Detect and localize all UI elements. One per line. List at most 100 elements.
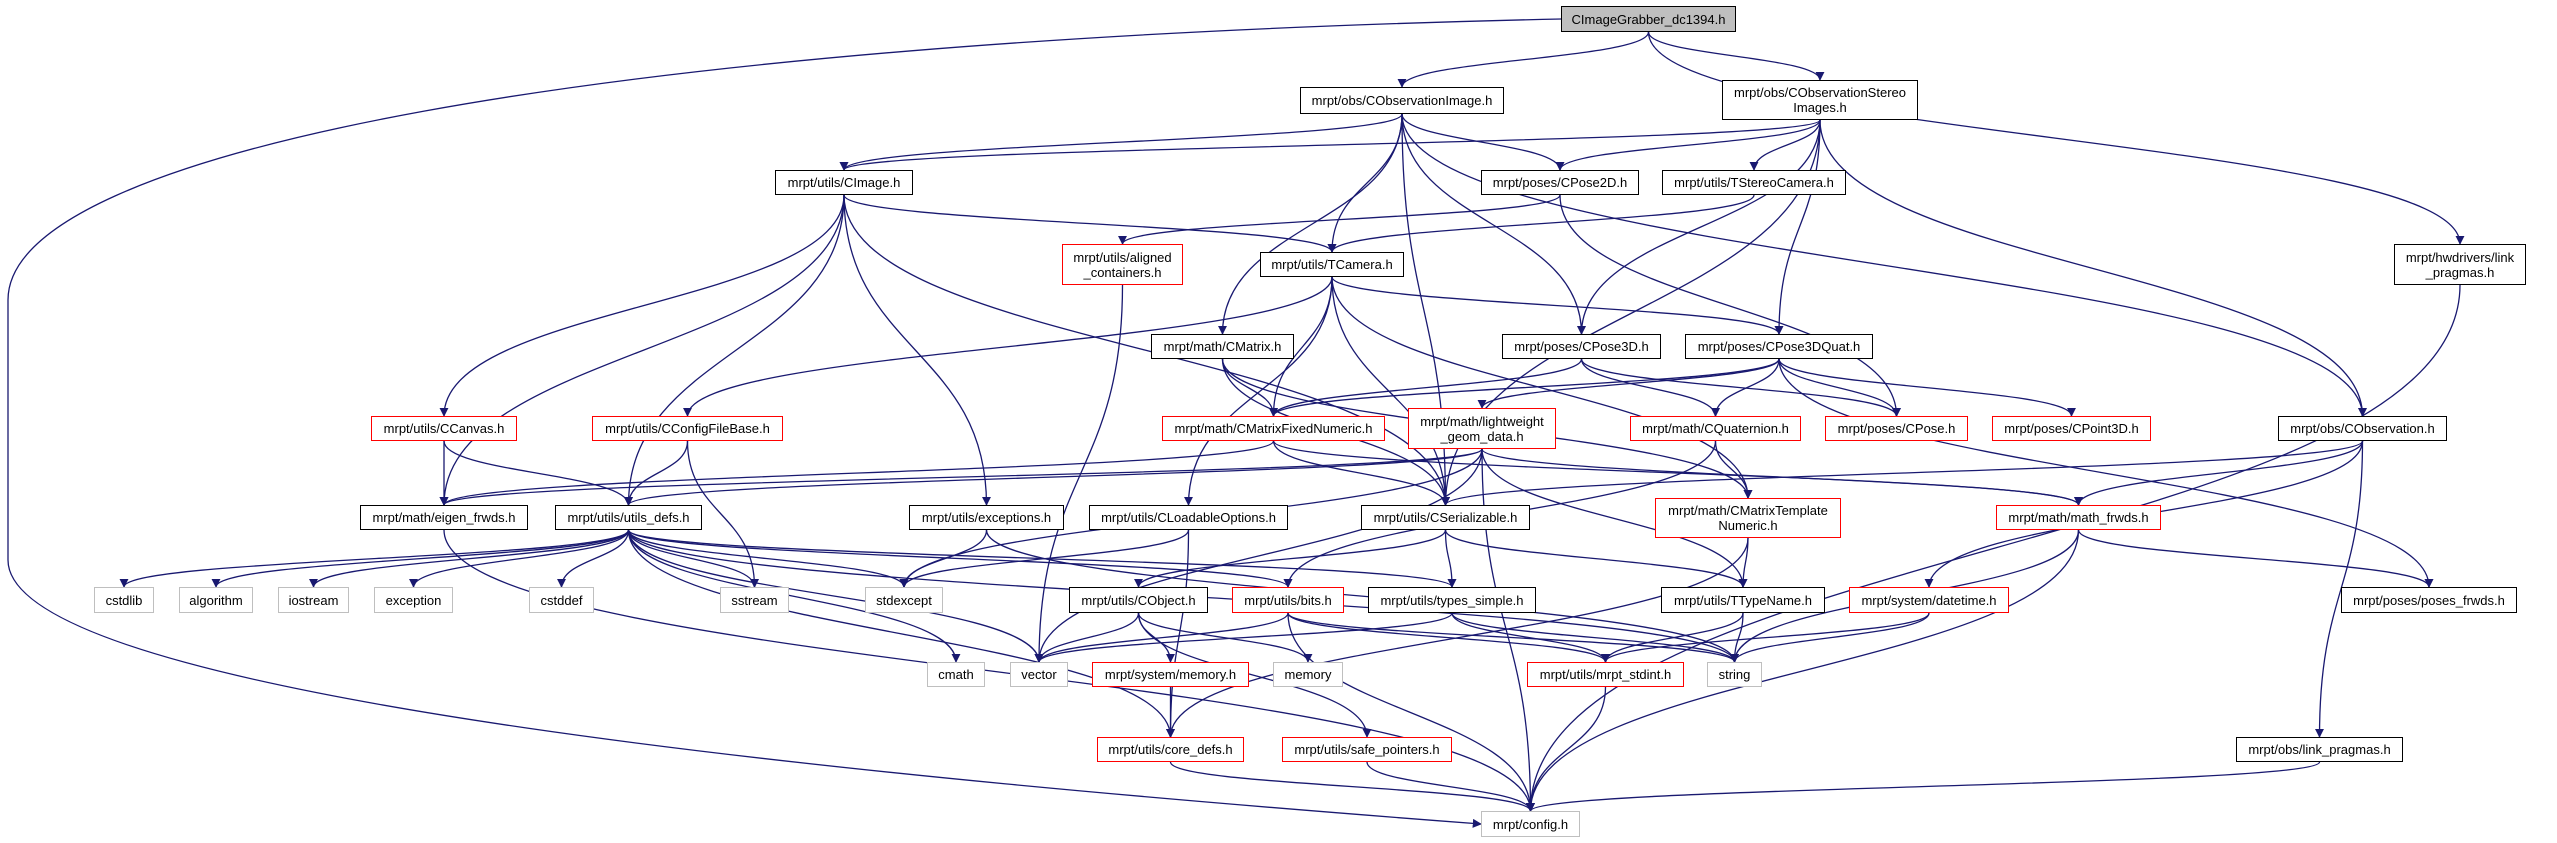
edge-obsstereo-to-tstereo <box>1749 119 1821 171</box>
edge-bits-to-stdint <box>1287 612 1610 663</box>
node-coredefs[interactable]: mrpt/utils/core_defs.h <box>1097 737 1244 762</box>
node-ttypename[interactable]: mrpt/utils/TTypeName.h <box>1661 587 1825 613</box>
edge-utilsdefs-to-stdexcept <box>627 529 909 588</box>
edge-lwgeom-to-ttypename <box>1481 448 1748 588</box>
node-obsimg[interactable]: mrpt/obs/CObservationImage.h <box>1300 87 1504 114</box>
edge-cpose3dquat-to-posesfrwds <box>1778 358 2434 588</box>
edge-utilsdefs-to-algorithm <box>211 529 630 588</box>
node-label: mrpt/math/CMatrix.h <box>1163 339 1282 354</box>
node-label: mrpt/utils/types_simple.h <box>1380 592 1524 608</box>
node-bits[interactable]: mrpt/utils/bits.h <box>1232 587 1344 613</box>
edge-ttypename-to-stdint <box>1600 612 1744 663</box>
node-cpose2d[interactable]: mrpt/poses/CPose2D.h <box>1481 170 1639 195</box>
node-label: mrpt/obs/CObservationImage.h <box>1311 93 1493 108</box>
node-exceptions[interactable]: mrpt/utils/exceptions.h <box>909 505 1064 530</box>
node-lwgeom[interactable]: mrpt/math/lightweight_geom_data.h <box>1408 408 1556 449</box>
edge-root-to-hwlink <box>1647 31 2465 245</box>
edge-exceptions-to-stdexcept <box>899 529 988 588</box>
edge-obsimg-to-tcamera <box>1327 113 1403 253</box>
edge-cserial-to-typessimple <box>1444 529 1457 588</box>
node-label: mrpt/poses/poses_frwds.h <box>2353 592 2505 608</box>
edge-cpose3d-to-cmfixed <box>1269 358 1583 417</box>
edge-cpose3dquat-to-cmfixed <box>1269 358 1780 417</box>
node-label: mrpt/math/math_frwds.h <box>2008 510 2149 525</box>
edge-stdint-to-config <box>1525 686 1607 812</box>
node-cconfig[interactable]: mrpt/utils/CConfigFileBase.h <box>592 416 783 441</box>
edge-exceptions-to-string <box>985 529 1739 663</box>
node-iostream: iostream <box>278 587 349 613</box>
node-sysmemory[interactable]: mrpt/system/memory.h <box>1092 662 1249 687</box>
edge-obsstereo-to-cpose2d <box>1555 119 1821 171</box>
edge-lwgeom-to-vector <box>1034 448 1483 663</box>
edge-typessimple-to-string <box>1451 612 1739 663</box>
node-safeptr[interactable]: mrpt/utils/safe_pointers.h <box>1282 737 1452 762</box>
node-label: mrpt/utils/core_defs.h <box>1108 742 1233 757</box>
node-aligned[interactable]: mrpt/utils/aligned_containers.h <box>1062 244 1183 285</box>
node-cimage[interactable]: mrpt/utils/CImage.h <box>775 170 913 195</box>
edge-cpose3dquat-to-cpoint3d <box>1778 358 2076 417</box>
node-hwlink[interactable]: mrpt/hwdrivers/link_pragmas.h <box>2394 244 2526 285</box>
edge-cquat-to-cmtempl <box>1714 440 1753 499</box>
edge-cimage-to-utilsdefs <box>623 194 845 506</box>
node-cmfixed[interactable]: mrpt/math/CMatrixFixedNumeric.h <box>1162 416 1385 441</box>
edge-mathfrwds-to-posesfrwds <box>2077 529 2434 588</box>
node-utilsdefs[interactable]: mrpt/utils/utils_defs.h <box>555 505 702 530</box>
node-label: mrpt/utils/CConfigFileBase.h <box>605 421 770 436</box>
node-cquat[interactable]: mrpt/math/CQuaternion.h <box>1630 416 1801 441</box>
edge-cpose3d-to-cquat <box>1580 358 1721 417</box>
node-posesfrwds[interactable]: mrpt/poses/poses_frwds.h <box>2341 587 2517 613</box>
node-cobs[interactable]: mrpt/obs/CObservation.h <box>2278 416 2447 441</box>
node-label: cstdlib <box>105 592 143 608</box>
node-sstream: sstream <box>720 587 789 613</box>
edge-utilsdefs-to-cstddef <box>556 529 630 588</box>
edge-cmfixed-to-eigen <box>439 440 1275 506</box>
node-label: mrpt/utils/TStereoCamera.h <box>1674 175 1834 190</box>
node-cpose3dquat[interactable]: mrpt/poses/CPose3DQuat.h <box>1685 334 1873 359</box>
node-cmath: cmath <box>927 662 985 687</box>
node-datetime[interactable]: mrpt/system/datetime.h <box>1849 587 2009 613</box>
edge-cpose3dquat-to-lwgeom <box>1477 358 1780 409</box>
edge-cloadable-to-stdexcept <box>899 529 1190 588</box>
node-label: sstream <box>731 592 778 608</box>
node-ccanvas[interactable]: mrpt/utils/CCanvas.h <box>371 416 517 441</box>
edge-bits-to-vector <box>1034 612 1289 663</box>
node-tstereo[interactable]: mrpt/utils/TStereoCamera.h <box>1662 170 1846 195</box>
node-label: mrpt/utils/TTypeName.h <box>1674 592 1812 608</box>
node-cmatrix[interactable]: mrpt/math/CMatrix.h <box>1151 334 1294 359</box>
edge-safeptr-to-config <box>1366 761 1535 812</box>
node-label: mrpt/system/datetime.h <box>1861 592 1997 608</box>
edge-tcamera-to-cmtempl <box>1331 276 1753 499</box>
node-obslink[interactable]: mrpt/obs/link_pragmas.h <box>2236 737 2403 762</box>
edge-obsimg-to-cmatrix <box>1217 113 1403 335</box>
edge-obslink-to-config <box>1526 761 2321 812</box>
edge-lwgeom-to-utilsdefs <box>624 448 1483 506</box>
edge-obsimg-to-cpose3d <box>1401 113 1587 335</box>
edge-cmfixed-to-mathfrwds <box>1272 440 2083 506</box>
node-label: mrpt/math/lightweight <box>1420 413 1544 429</box>
node-cserial[interactable]: mrpt/utils/CSerializable.h <box>1361 505 1530 530</box>
node-cpose[interactable]: mrpt/poses/CPose.h <box>1825 416 1968 441</box>
edge-cimage-to-ccanvas <box>439 194 845 417</box>
node-eigen[interactable]: mrpt/math/eigen_frwds.h <box>360 505 528 530</box>
edge-obsimg-to-cpose2d <box>1401 113 1565 171</box>
node-cobject[interactable]: mrpt/utils/CObject.h <box>1069 587 1208 613</box>
edge-cpose2d-to-aligned <box>1118 194 1561 245</box>
node-memory: memory <box>1273 662 1343 687</box>
edge-bits-to-string <box>1287 612 1739 663</box>
root-node[interactable]: CImageGrabber_dc1394.h <box>1561 6 1736 32</box>
node-tcamera[interactable]: mrpt/utils/TCamera.h <box>1260 252 1404 277</box>
node-stdint[interactable]: mrpt/utils/mrpt_stdint.h <box>1527 662 1684 687</box>
node-cloadable[interactable]: mrpt/utils/CLoadableOptions.h <box>1089 505 1288 530</box>
node-typessimple[interactable]: mrpt/utils/types_simple.h <box>1368 587 1536 613</box>
edge-cpose3d-to-cpose <box>1580 358 1901 417</box>
node-label: _geom_data.h <box>1440 428 1524 444</box>
node-mathfrwds[interactable]: mrpt/math/math_frwds.h <box>1996 505 2161 530</box>
edge-datetime-to-string <box>1730 612 1930 663</box>
node-cpose3d[interactable]: mrpt/poses/CPose3D.h <box>1502 334 1661 359</box>
node-cpoint3d[interactable]: mrpt/poses/CPoint3D.h <box>1992 416 2151 441</box>
edge-tcamera-to-cpose3dquat <box>1331 276 1784 335</box>
node-vector: vector <box>1010 662 1068 687</box>
